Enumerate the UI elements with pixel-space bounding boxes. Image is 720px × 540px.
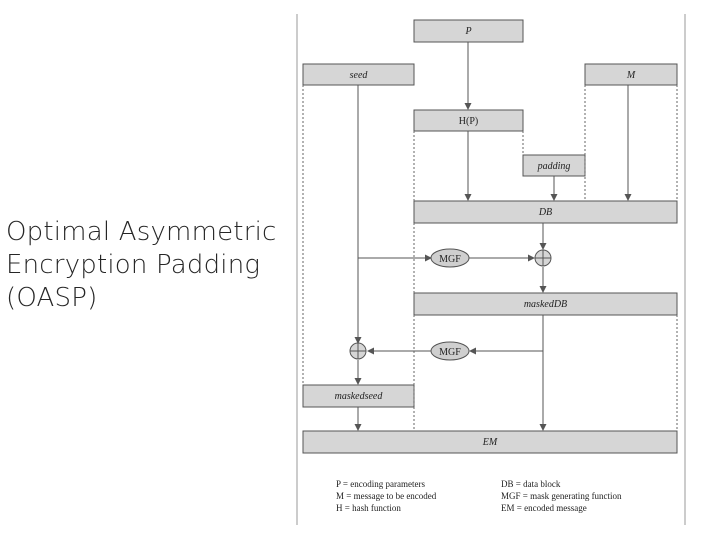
box-padding-label: padding: [537, 161, 571, 172]
legend-item: P = encoding parameters: [336, 479, 425, 489]
xor-bottom-icon: [349, 342, 367, 360]
legend-item: M = message to be encoded: [336, 491, 437, 501]
box-db: DB: [413, 200, 678, 224]
box-em: EM: [302, 430, 678, 454]
box-m: M: [584, 63, 678, 86]
box-padding: padding: [522, 154, 586, 177]
legend-item: EM = encoded message: [501, 503, 587, 513]
box-p: P: [413, 19, 524, 43]
xor-top-icon: [534, 249, 552, 267]
box-masked-seed: maskedseed: [302, 384, 415, 408]
slide-title-line: Optimal Asymmetric: [6, 217, 277, 247]
box-seed-label: seed: [350, 70, 369, 81]
box-em-label: EM: [482, 437, 498, 448]
mgf-top-label: MGF: [439, 254, 461, 265]
legend: P = encoding parameters M = message to b…: [336, 479, 622, 513]
box-hp-label: H(P): [459, 116, 478, 127]
legend-item: H = hash function: [336, 503, 401, 513]
box-masked-seed-label: maskedseed: [335, 391, 384, 402]
box-masked-db-label: maskedDB: [524, 299, 567, 310]
mgf-top: MGF: [430, 248, 470, 268]
box-p-label: P: [464, 26, 471, 37]
box-hp: H(P): [413, 109, 524, 132]
box-db-label: DB: [538, 207, 552, 218]
dashed-guides: [302, 85, 678, 431]
mgf-bottom: MGF: [430, 341, 470, 361]
box-m-label: M: [626, 70, 636, 81]
slide-title: Optimal Asymmetric Encryption Padding (O…: [6, 216, 296, 315]
mgf-bottom-label: MGF: [439, 347, 461, 358]
box-seed: seed: [302, 63, 415, 86]
box-masked-db: maskedDB: [413, 292, 678, 316]
slide-title-line: (OASP): [6, 283, 98, 313]
legend-item: DB = data block: [501, 479, 561, 489]
slide-title-line: Encryption Padding: [6, 250, 261, 280]
flow-arrows: [354, 42, 632, 431]
legend-item: MGF = mask generating function: [501, 491, 622, 501]
